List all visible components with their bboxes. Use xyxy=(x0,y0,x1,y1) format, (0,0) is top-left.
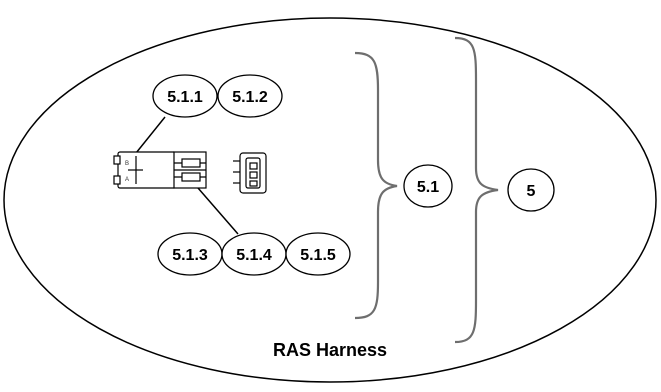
mating-connector-icon xyxy=(113,151,207,189)
connector-mark-b: A xyxy=(125,177,129,183)
leader-line-5-1-4 xyxy=(197,187,239,235)
callout-5: 5 xyxy=(507,168,555,212)
callout-label-5: 5 xyxy=(527,183,536,200)
callout-label-5-1: 5.1 xyxy=(417,179,439,196)
callout-5-1-1: 5.1.1 xyxy=(152,74,218,118)
callout-5-1-4: 5.1.4 xyxy=(221,232,287,276)
diagram-caption: RAS Harness xyxy=(273,340,387,360)
callout-label-5-1-2: 5.1.2 xyxy=(232,89,268,106)
callout-5-1-2: 5.1.2 xyxy=(217,74,283,118)
harness-boundary-ellipse xyxy=(3,17,657,383)
callout-label-5-1-1: 5.1.1 xyxy=(167,89,203,106)
connector-mark-a: B xyxy=(125,161,129,167)
callout-5-1-5: 5.1.5 xyxy=(285,232,351,276)
callout-label-5-1-4: 5.1.4 xyxy=(236,247,272,264)
callout-label-5-1-5: 5.1.5 xyxy=(300,247,336,264)
connector-latch-bottom xyxy=(113,175,121,185)
connector-latch-top xyxy=(113,155,121,165)
leader-line-5-1-1 xyxy=(131,116,166,159)
callout-5-1: 5.1 xyxy=(403,164,453,208)
callout-label-5-1-3: 5.1.3 xyxy=(172,247,208,264)
brace-5 xyxy=(454,36,499,344)
brace-5-1 xyxy=(354,51,398,320)
callout-5-1-3: 5.1.3 xyxy=(157,232,223,276)
terminal-block-icon xyxy=(233,152,267,194)
